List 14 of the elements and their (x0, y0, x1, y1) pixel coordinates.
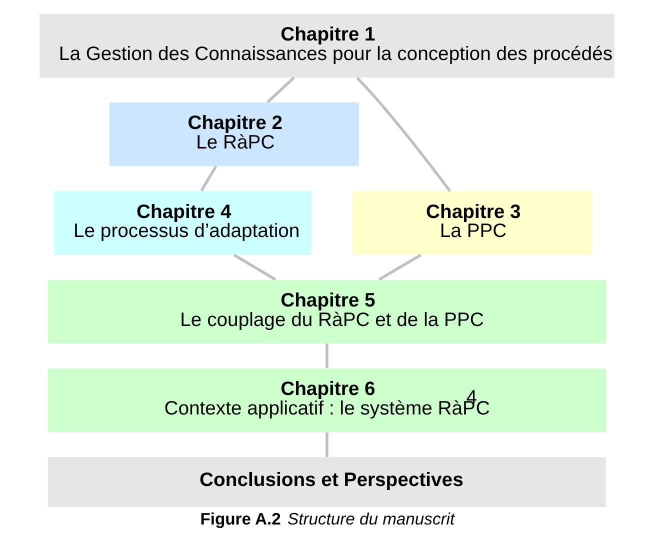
connector (356, 76, 452, 192)
node-box: Chapitre 5 Le couplage du RàPC et de la PPC (48, 280, 606, 344)
connector (266, 76, 295, 104)
connector (233, 254, 276, 281)
node-box: Chapitre 2 Le RàPC (110, 102, 359, 166)
connector (378, 254, 422, 281)
node-box: Chapitre 4 Le processus d’adaptation (54, 191, 312, 255)
connector (200, 166, 218, 192)
node-box: Chapitre 3 La PPC (352, 191, 592, 255)
connector (326, 432, 328, 458)
node-box: Chapitre 1 La Gestion des Connaissances pour la conception des procédés (40, 14, 614, 78)
caption: Figure A.2 Structure du manuscrit (200, 510, 455, 528)
connector (326, 344, 328, 368)
node-box: Conclusions et Perspectives (48, 457, 606, 508)
